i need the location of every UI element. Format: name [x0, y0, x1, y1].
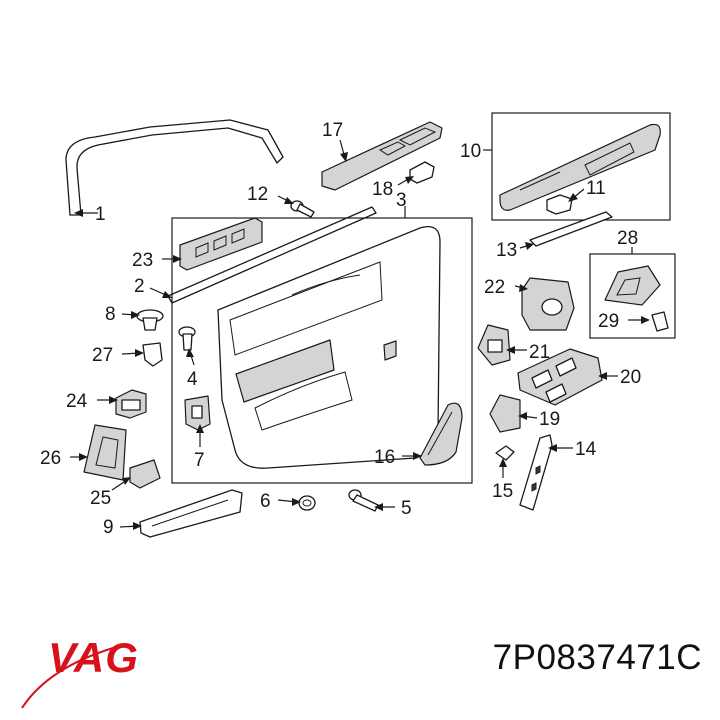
callout-12: 12 [247, 184, 268, 205]
part-9-lower-strip [139, 489, 243, 538]
part-5-screw [348, 489, 379, 512]
part-11-clip [546, 194, 573, 215]
part-18-clip [409, 161, 435, 184]
part-number: 7P0837471C [492, 638, 702, 677]
callout-3: 3 [396, 190, 407, 211]
callout-15: 15 [492, 481, 513, 502]
part-29-bolt [651, 311, 669, 332]
part-1-window-channel [65, 119, 284, 216]
part-28-frame [589, 253, 676, 339]
part-21-switch [477, 324, 511, 366]
callout-11: 11 [586, 178, 606, 199]
part-4-bolt [178, 326, 196, 351]
callout-25: 25 [90, 488, 111, 509]
part-20-window-switch [517, 348, 603, 406]
callout-16: 16 [374, 447, 395, 468]
callout-2: 2 [134, 276, 145, 297]
callout-24: 24 [66, 391, 88, 412]
part-12-screw [290, 200, 315, 218]
part-15-clip [495, 445, 515, 461]
callout-5: 5 [401, 498, 412, 519]
part-22-switch-module [521, 277, 575, 331]
vag-logo: VAG [21, 634, 139, 709]
callout-1: 1 [95, 204, 106, 225]
callout-8: 8 [105, 304, 116, 325]
callout-14: 14 [575, 439, 597, 460]
part-24-switch [115, 389, 147, 419]
callout-20: 20 [620, 367, 641, 388]
callout-7: 7 [194, 450, 205, 471]
part-26-housing [83, 424, 127, 481]
part-25-connector [129, 459, 161, 489]
part-8-clip [136, 309, 164, 331]
callout-17: 17 [322, 120, 343, 141]
callout-19: 19 [539, 409, 560, 430]
callout-26: 26 [40, 448, 61, 469]
callout-6: 6 [260, 491, 271, 512]
callout-29: 29 [598, 311, 619, 332]
part-17-trim-strip [321, 121, 443, 191]
callout-9: 9 [103, 517, 114, 538]
callout-labels: 1 2 3 4 5 6 7 8 9 10 11 12 13 14 15 16 1… [40, 120, 641, 538]
part-27-retainer [142, 342, 163, 367]
callout-10: 10 [460, 141, 481, 162]
part-19-switch [489, 394, 521, 433]
callout-13: 13 [496, 240, 517, 261]
part-7-bracket [184, 395, 211, 431]
callout-18: 18 [372, 179, 393, 200]
callout-28: 28 [617, 228, 638, 249]
callout-4: 4 [187, 369, 198, 390]
part-6-clip [298, 495, 316, 511]
callout-22: 22 [484, 277, 505, 298]
part-16-speaker-grille [419, 402, 463, 466]
callout-21: 21 [529, 342, 550, 363]
vag-logo-text: VAG [48, 634, 139, 681]
part-2-belt-strip [167, 206, 377, 304]
part-14-side-trim [519, 434, 553, 511]
callout-23: 23 [132, 250, 153, 271]
callout-27: 27 [92, 345, 113, 366]
leader-lines [70, 139, 650, 530]
part-13-strip [529, 211, 613, 247]
part-10-upper-assembly [491, 112, 671, 221]
